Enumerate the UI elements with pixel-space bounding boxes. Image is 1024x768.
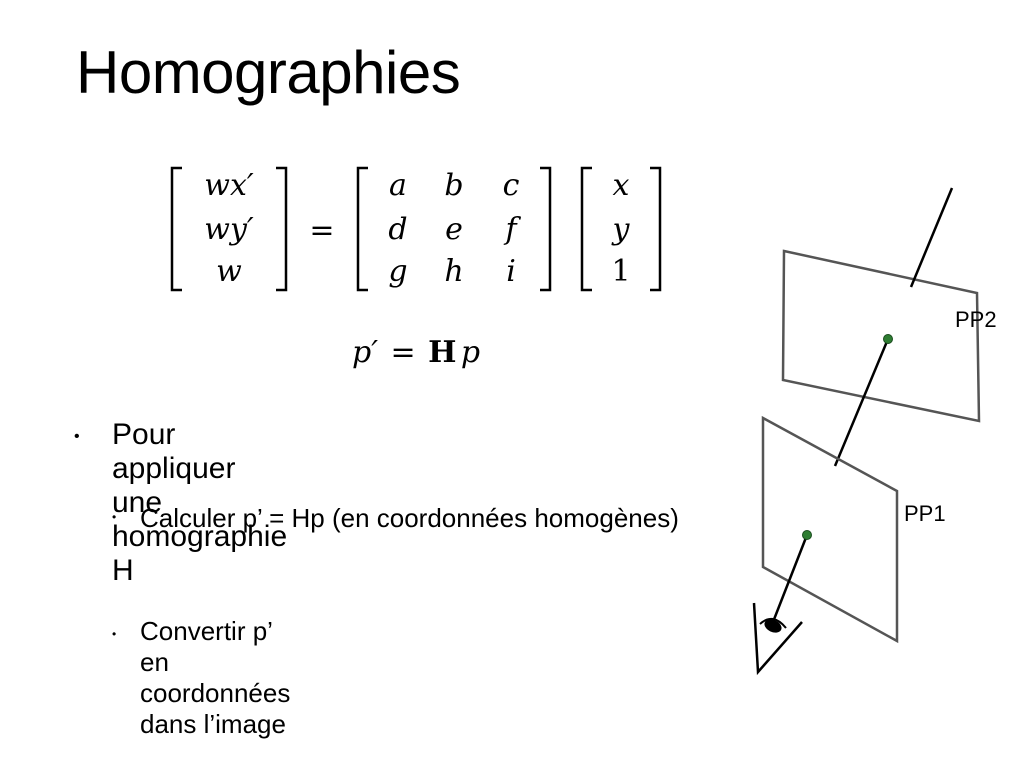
compact-p: p bbox=[461, 335, 480, 370]
matrix-g: g bbox=[388, 254, 407, 289]
rhs-bracket-right bbox=[650, 166, 662, 292]
plane-label-pp2: PP2 bbox=[955, 307, 997, 332]
ray-top bbox=[909, 187, 954, 288]
matrix-a: a bbox=[389, 168, 407, 203]
bullet-marker: • bbox=[74, 428, 80, 445]
rhs-bracket-left bbox=[580, 166, 592, 292]
plane-label-pp1: PP1 bbox=[904, 501, 946, 526]
compact-equals: = bbox=[390, 335, 415, 370]
matrix-bracket-right bbox=[540, 166, 552, 292]
lhs-bracket-right bbox=[276, 166, 288, 292]
equals-sign: = bbox=[309, 213, 334, 248]
compact-H: H bbox=[428, 335, 456, 370]
ray-bottom bbox=[771, 534, 809, 623]
bullet-main-text: Pour appliquer une homographie H bbox=[112, 418, 288, 587]
compact-equation: p′ = H p bbox=[352, 335, 480, 370]
point-on-pp1 bbox=[802, 530, 812, 540]
plane-pp1 bbox=[761, 415, 899, 644]
matrix-e: e bbox=[445, 212, 463, 247]
rhs-entry-3: 1 bbox=[611, 254, 630, 289]
eye-icon bbox=[752, 602, 803, 676]
sub-bullet-text-2: Convertir p’ en coordonnées dans l’image bbox=[140, 616, 291, 739]
matrix-i: i bbox=[506, 254, 516, 289]
lhs-entry-2: wy′ bbox=[204, 212, 254, 247]
slide-title: Homographies bbox=[76, 39, 461, 106]
matrix-b: b bbox=[444, 168, 463, 203]
rhs-entry-2: y bbox=[611, 212, 631, 247]
homography-equation: wx′ wy′ w = a b c d e f g h i x y 1 p′ =… bbox=[170, 166, 662, 370]
matrix-d: d bbox=[388, 212, 407, 247]
matrix-bracket-left bbox=[356, 166, 368, 292]
lhs-entry-3: w bbox=[216, 254, 242, 289]
lhs-bracket-left bbox=[170, 166, 182, 292]
compact-lhs: p′ bbox=[352, 335, 378, 370]
ray-middle bbox=[833, 338, 890, 467]
sub-bullet-marker: • bbox=[112, 627, 117, 641]
sub-bullet-marker: • bbox=[112, 510, 117, 524]
plane-pp2 bbox=[781, 249, 981, 423]
lhs-entry-1: wx′ bbox=[204, 168, 254, 203]
matrix-h: h bbox=[444, 254, 463, 289]
rhs-entry-1: x bbox=[613, 168, 630, 203]
sub-bullet-text-1: Calculer p’ = Hp (en coordonnées homogèn… bbox=[140, 503, 679, 533]
matrix-c: c bbox=[503, 168, 520, 203]
point-on-pp2 bbox=[883, 334, 893, 344]
